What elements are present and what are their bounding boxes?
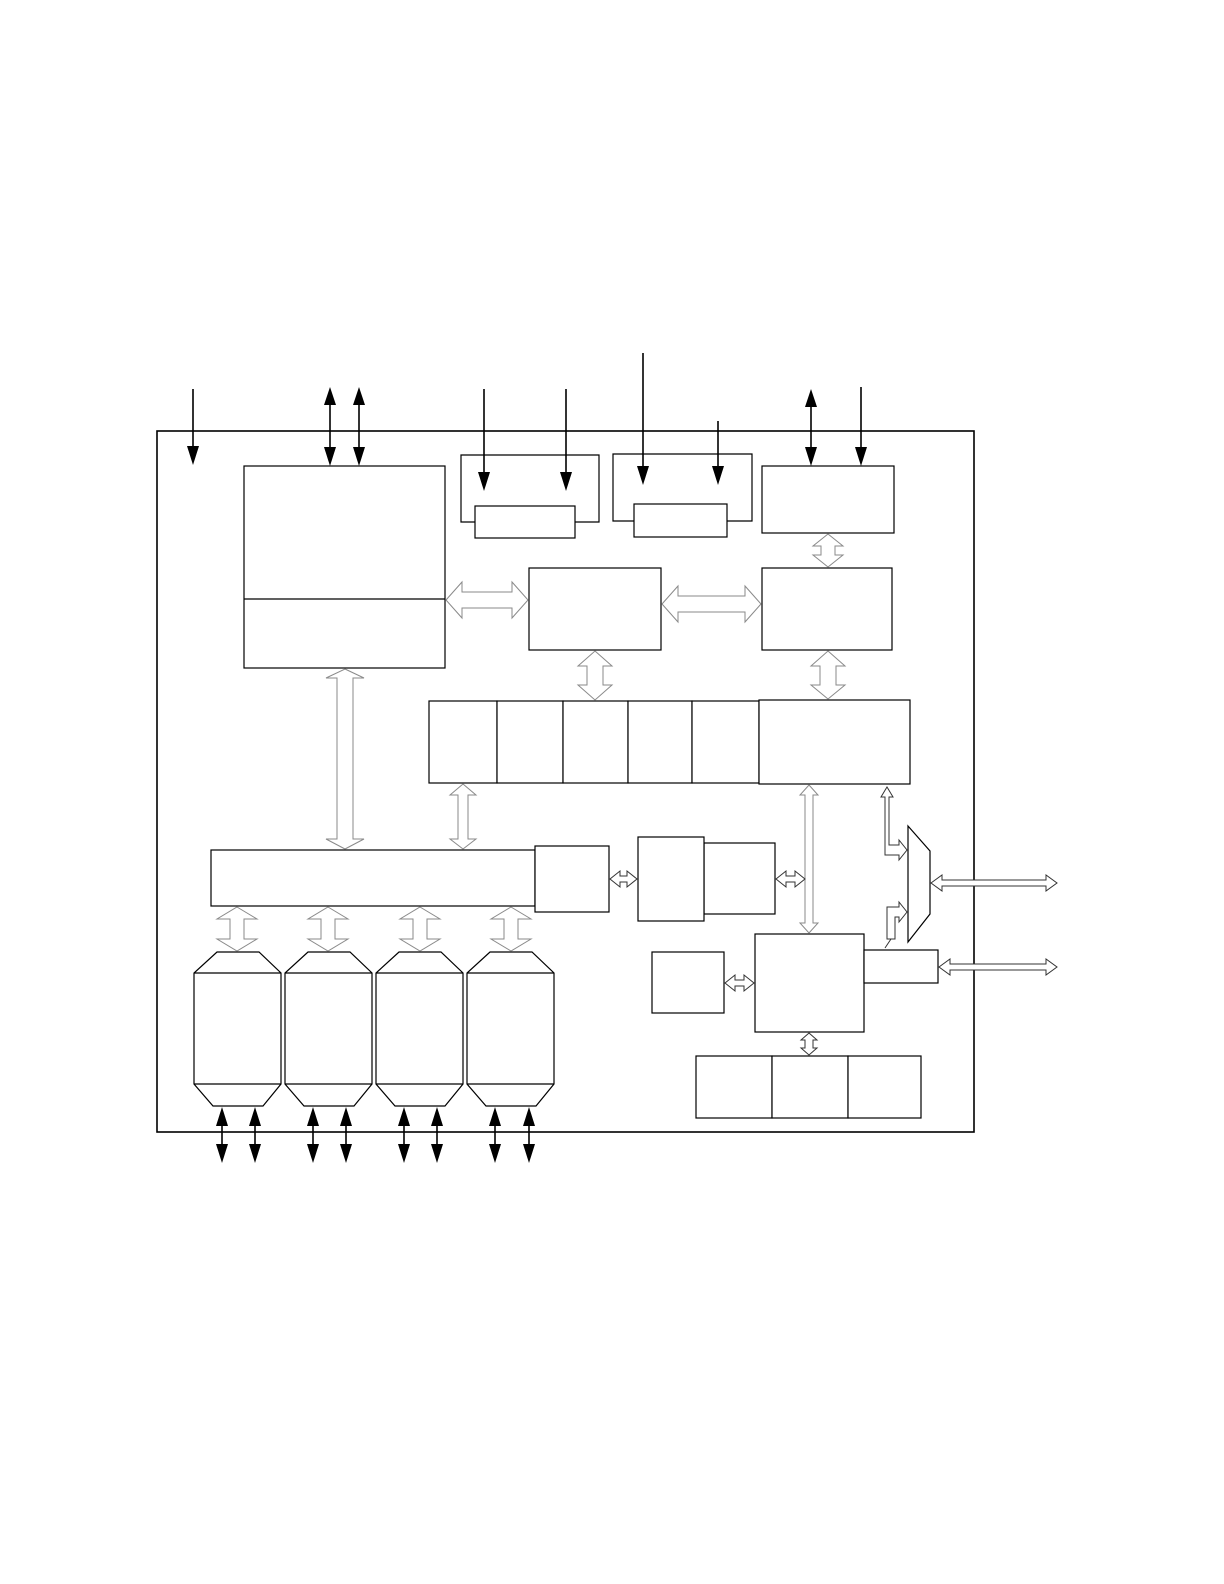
peripheral-block [695,1055,773,1119]
bus-arrow [799,1032,819,1056]
bus-arrow [445,580,529,620]
input-signal-arrow [478,389,490,491]
small-block [633,503,728,538]
bus-arrow [880,786,908,862]
memory-block [243,465,446,669]
bus-arrow [811,533,845,568]
bus-arrow [938,958,1058,976]
register-block [627,700,693,784]
controller-block [528,567,662,651]
processing-block [703,842,776,915]
input-signal-arrow [712,421,724,485]
bus-arrow [489,906,533,952]
bidirectional-signal-arrow [340,1107,352,1163]
bus-arrow [930,874,1058,892]
bidirectional-signal-arrow [249,1107,261,1163]
input-signal-arrow [637,353,649,485]
bidirectional-signal-arrow [353,387,365,466]
small-block [474,505,576,539]
bidirectional-signal-arrow [307,1107,319,1163]
bus-arrow [724,973,755,993]
bus-arrow [809,650,847,700]
feedback-frame [612,453,753,522]
bus-arrow [798,784,820,934]
feedback-frame [460,454,600,523]
processing-block [637,836,705,922]
bidirectional-signal-arrow [489,1107,501,1163]
register-block [758,699,911,785]
bus-arrow [448,783,478,850]
controller-block [761,567,893,651]
core-block [754,933,865,1033]
bidirectional-signal-arrow [216,1107,228,1163]
bus-arrow [325,668,365,850]
peripheral-block [771,1055,849,1119]
bidirectional-signal-arrow [398,1107,410,1163]
port-block [863,949,939,984]
register-block [428,700,498,784]
bidirectional-signal-arrow [324,387,336,466]
bus-block [210,849,536,907]
bus-arrow [661,584,762,624]
register-block [496,700,564,784]
bus-arrow [775,869,806,889]
bidirectional-signal-arrow [523,1107,535,1163]
interface-block [761,465,895,534]
bridge-block [534,845,610,913]
bus-arrow [398,906,442,952]
channel-buffer [284,951,373,1107]
bidirectional-signal-arrow [805,389,817,466]
register-block [691,700,760,784]
multiplexer [907,824,931,944]
input-signal-arrow [855,387,867,466]
channel-buffer [375,951,464,1107]
channel-buffer [466,951,555,1107]
channel-buffer [193,951,282,1107]
peripheral-block [847,1055,922,1119]
register-block [562,700,629,784]
bus-arrow [306,906,350,952]
bidirectional-signal-arrow [431,1107,443,1163]
input-signal-arrow [560,389,572,491]
bus-arrow [609,869,638,889]
bus-arrow [215,906,259,952]
input-signal-arrow [187,389,199,465]
bus-arrow [576,650,614,701]
small-block [651,951,725,1014]
bus-arrow [884,900,908,949]
